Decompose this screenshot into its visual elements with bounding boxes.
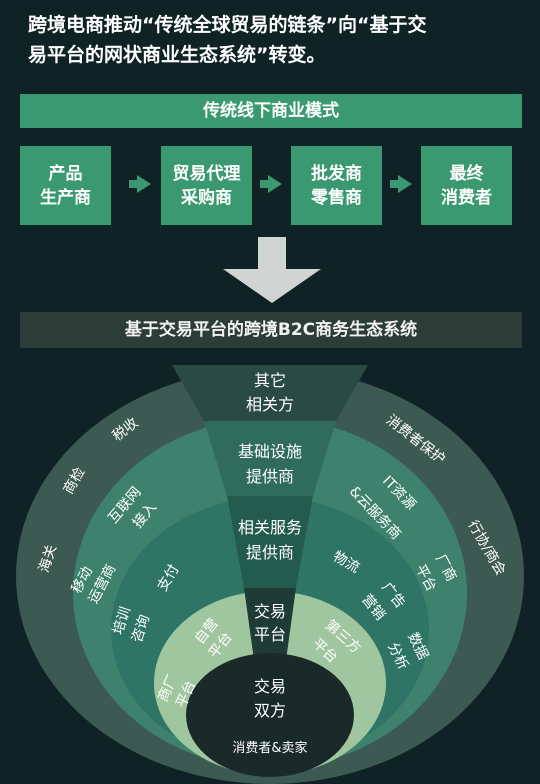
box-consumer: 最终 消费者	[421, 146, 512, 225]
arrow-right-icon	[390, 175, 412, 193]
box-trade-agent: 贸易代理 采购商	[161, 146, 252, 225]
headline-line-1: 跨境电商推动“传统全球贸易的链条”向“基于交	[28, 14, 427, 36]
headline-line-2: 易平台的网状商业生态系统”转变。	[28, 44, 326, 66]
box-consumer-line2: 消费者	[441, 187, 492, 208]
wedge-platform-line1: 交易	[254, 602, 286, 621]
box-producer-line2: 生产商	[40, 187, 91, 208]
headline: 跨境电商推动“传统全球贸易的链条”向“基于交 易平台的网状商业生态系统”转变。	[28, 10, 518, 70]
center-sub: 消费者&卖家	[232, 740, 307, 756]
down-arrow-head	[223, 269, 321, 303]
center-line2: 双方	[254, 701, 286, 720]
arrow-right-icon	[129, 175, 151, 193]
wedge-service-line1: 相关服务	[238, 518, 302, 537]
down-arrow-icon	[258, 237, 286, 269]
box-producer: 产品 生产商	[20, 146, 111, 225]
traditional-model-title: 传统线下商业模式	[20, 94, 522, 128]
wedge-platform	[244, 588, 296, 660]
box-wholesaler-line1: 批发商	[311, 163, 362, 184]
wedge-infra-line2: 提供商	[246, 467, 294, 486]
box-consumer-line1: 最终	[449, 163, 484, 184]
wedge-other-line1: 其它	[254, 371, 286, 390]
center-core	[186, 653, 354, 777]
wedge-services	[227, 496, 313, 588]
wedge-infra-line1: 基础设施	[238, 442, 302, 461]
box-trade-agent-line1: 贸易代理	[172, 163, 241, 184]
box-trade-agent-line2: 采购商	[181, 187, 232, 208]
wedge-service-line2: 提供商	[246, 543, 294, 562]
wedge-other-line2: 相关方	[246, 395, 294, 414]
center-line1: 交易	[254, 677, 286, 696]
ecosystem-title: 基于交易平台的跨境B2C商务生态系统	[20, 312, 522, 348]
wedge-outer	[172, 365, 368, 421]
box-wholesaler: 批发商 零售商	[291, 146, 382, 225]
arrow-right-icon	[260, 175, 282, 193]
wedge-platform-line2: 平台	[254, 625, 286, 644]
box-producer-line1: 产品	[48, 163, 83, 184]
wedge-infrastructure	[204, 421, 336, 496]
box-wholesaler-line2: 零售商	[311, 187, 362, 208]
